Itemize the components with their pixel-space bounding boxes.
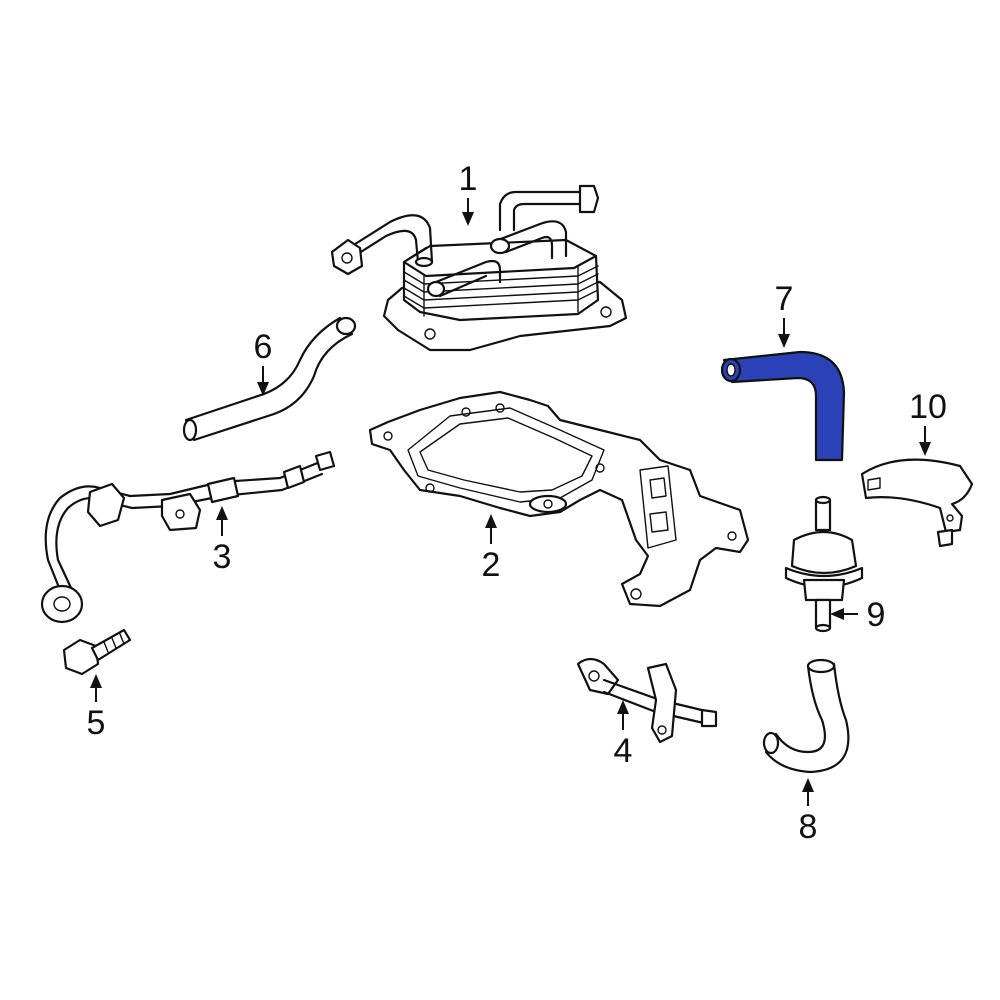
callout-9: 9 (830, 596, 885, 634)
part-1-oil-cooler[interactable] (330, 184, 628, 352)
part-7-hose-highlighted[interactable] (720, 350, 846, 462)
part-2-bracket[interactable] (368, 390, 750, 608)
part-6-hose[interactable] (182, 316, 357, 442)
callout-7: 7 (775, 280, 794, 348)
callout-label-3: 3 (213, 538, 232, 576)
callout-8: 8 (799, 778, 818, 846)
callout-label-6: 6 (254, 328, 273, 366)
callout-5: 5 (87, 674, 106, 742)
callout-10: 10 (909, 388, 947, 456)
callout-label-9: 9 (867, 596, 886, 634)
callout-label-8: 8 (799, 808, 818, 846)
callout-2: 2 (482, 514, 501, 584)
part-4-pipe[interactable] (576, 657, 718, 744)
part-3-hose-assembly[interactable] (40, 450, 336, 624)
callout-label-4: 4 (614, 732, 633, 770)
callout-label-10: 10 (909, 388, 947, 426)
callout-1: 1 (459, 160, 478, 226)
callout-label-7: 7 (775, 280, 794, 318)
callout-3: 3 (213, 506, 232, 576)
callout-label-1: 1 (459, 160, 478, 198)
callout-4: 4 (614, 700, 633, 770)
part-10-clamp[interactable] (860, 458, 974, 548)
callout-label-5: 5 (87, 704, 106, 742)
part-8-hose[interactable] (762, 658, 850, 774)
callout-6: 6 (254, 328, 273, 396)
part-5-bolt[interactable] (62, 628, 132, 676)
part-9-filter[interactable] (784, 495, 864, 633)
callout-label-2: 2 (482, 546, 501, 584)
